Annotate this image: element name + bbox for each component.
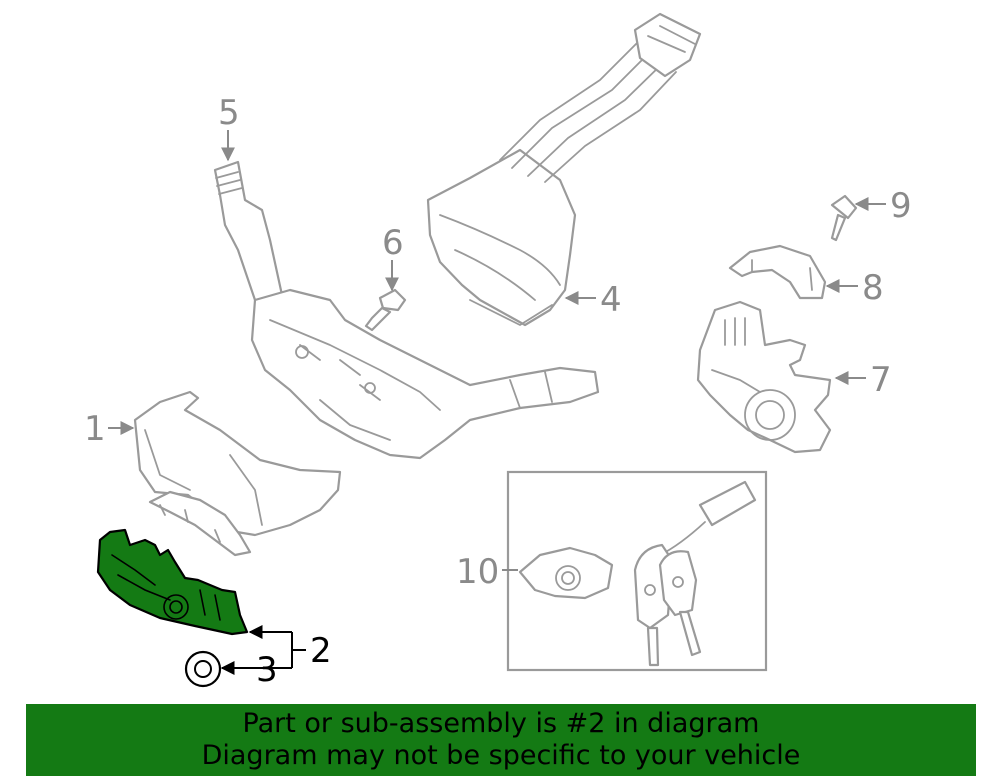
- lower-cover-part-2[interactable]: [96, 528, 249, 636]
- callout-7: 7: [870, 360, 892, 400]
- clock-spring-part-4[interactable]: [426, 12, 702, 327]
- callout-9: 9: [890, 186, 912, 226]
- upper-cover-part-1[interactable]: [133, 390, 342, 557]
- bolt-part-6[interactable]: [364, 288, 407, 332]
- callout-3: 3: [256, 650, 278, 690]
- lock-kit-part-10[interactable]: [506, 470, 768, 672]
- combination-switch-body: [250, 288, 600, 460]
- stalk-lever-part-5[interactable]: [213, 160, 284, 307]
- washer-part-3[interactable]: [184, 650, 222, 688]
- callout-8: 8: [862, 268, 884, 308]
- callout-5: 5: [218, 93, 240, 133]
- parts-diagram: 1 2 3 4 5 6 7 8 9 10: [84, 12, 912, 690]
- banner-line-1: Part or sub-assembly is #2 in diagram: [242, 708, 760, 739]
- lock-housing-part-7[interactable]: [696, 300, 832, 454]
- banner-line-2: Diagram may not be specific to your vehi…: [201, 740, 801, 771]
- callout-2: 2: [310, 631, 332, 671]
- leader-2: [250, 632, 306, 668]
- callout-6: 6: [382, 223, 404, 263]
- callout-1: 1: [84, 409, 106, 449]
- screw-part-9[interactable]: [830, 194, 858, 242]
- callout-10: 10: [456, 552, 499, 592]
- callout-4: 4: [600, 280, 622, 320]
- bracket-part-8[interactable]: [728, 244, 827, 300]
- info-banner: Part or sub-assembly is #2 in diagram Di…: [26, 704, 976, 776]
